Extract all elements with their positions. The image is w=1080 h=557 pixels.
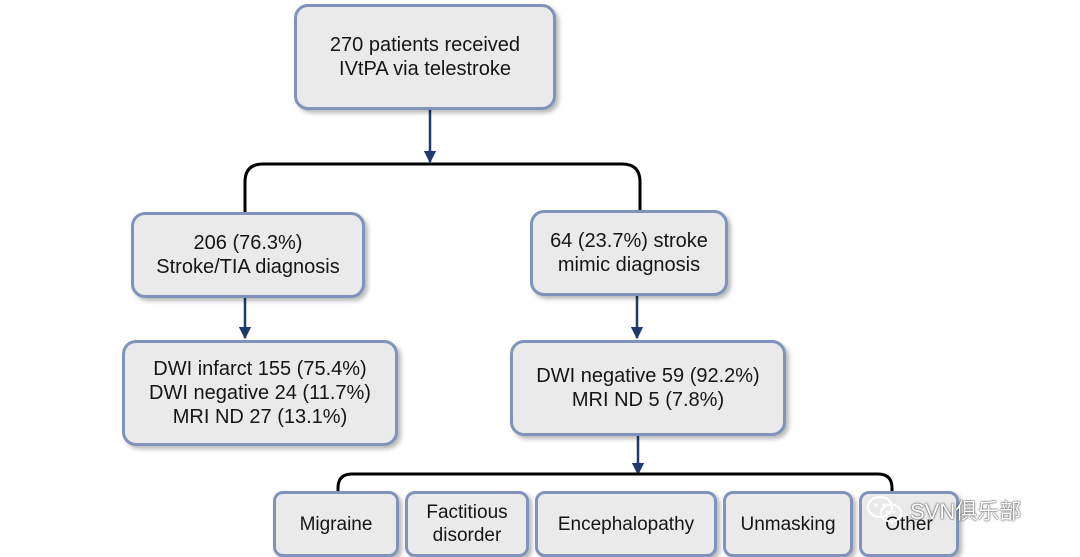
category-label: Encephalopathy (557, 513, 695, 535)
mimic-imaging-line-1: DWI negative 59 (92.2%) (536, 365, 760, 387)
mimic-line-1: 64 (23.7%) stroke (550, 230, 708, 252)
mimic-imaging-node: DWI negative 59 (92.2%) MRI ND 5 (7.8%) (510, 340, 786, 436)
mimic-line-2: mimic diagnosis (557, 254, 701, 276)
categories-connector (336, 472, 894, 491)
stroke-imaging-line-1: DWI infarct 155 (75.4%) (153, 358, 367, 380)
stroke-line-2: Stroke/TIA diagnosis (156, 256, 340, 278)
category-label: Unmasking (740, 513, 836, 535)
category-unmasking: Unmasking (723, 491, 853, 557)
stroke-mimic-node: 64 (23.7%) stroke mimic diagnosis (530, 210, 728, 296)
stroke-imaging-line-2: DWI negative 24 (11.7%) (149, 382, 371, 404)
category-label: Factitious (426, 502, 508, 523)
mimic-imaging-line-2: MRI ND 5 (7.8%) (571, 389, 725, 411)
stroke-tia-node: 206 (76.3%) Stroke/TIA diagnosis (131, 212, 365, 298)
category-label: Other (885, 513, 933, 535)
stroke-line-1: 206 (76.3%) (193, 232, 303, 254)
category-other: Other (859, 491, 959, 557)
root-node: 270 patients received IVtPA via telestro… (294, 4, 556, 110)
root-line-2: IVtPA via telestroke (339, 58, 511, 80)
category-migraine: Migraine (273, 491, 399, 557)
category-encephalopathy: Encephalopathy (535, 491, 717, 557)
stroke-imaging-node: DWI infarct 155 (75.4%) DWI negative 24 … (122, 340, 398, 446)
category-label: disorder (432, 525, 502, 546)
category-factitious-disorder: Factitious disorder (405, 491, 529, 557)
stroke-imaging-line-3: MRI ND 27 (13.1%) (172, 406, 348, 428)
category-label: Migraine (299, 513, 373, 535)
branch-connector (243, 162, 642, 212)
root-line-1: 270 patients received (329, 34, 521, 56)
